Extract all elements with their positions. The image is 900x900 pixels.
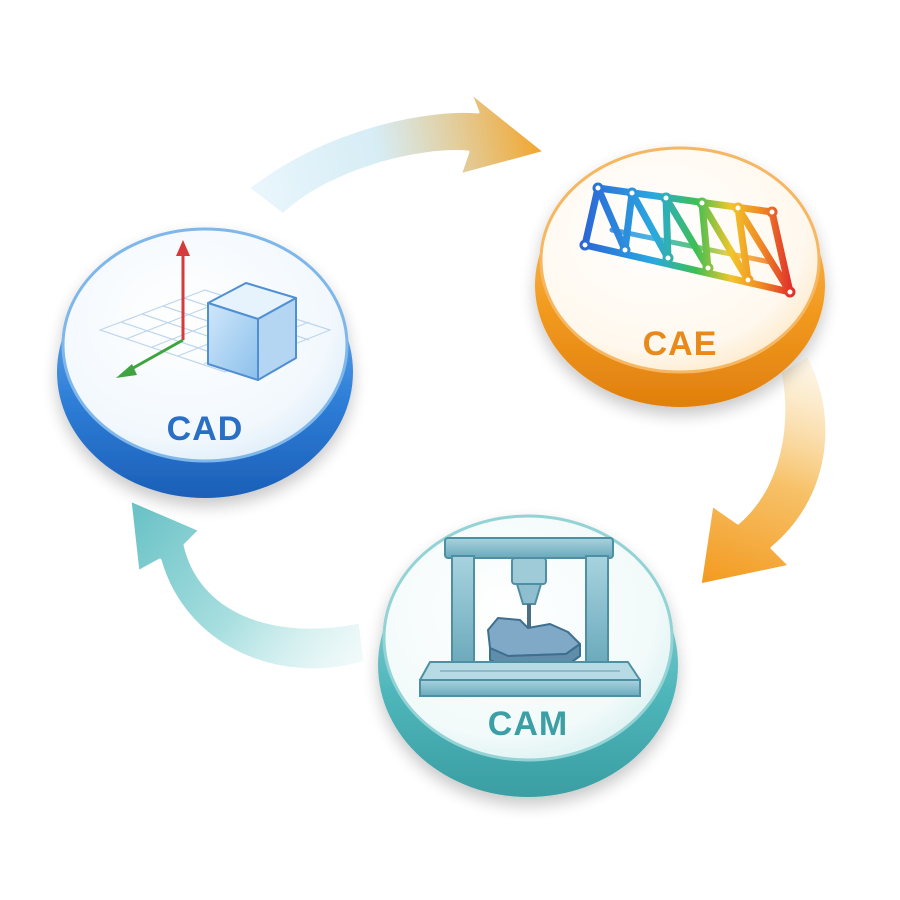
cnc-milling-machine-icon	[419, 537, 641, 697]
cam-label: CAM	[488, 705, 568, 743]
arrow-cad-to-cae	[246, 90, 547, 217]
arrow-cae-to-cam	[698, 353, 829, 587]
cube-with-axes-icon	[98, 240, 332, 381]
cad-label: CAD	[167, 410, 244, 448]
arrow-cam-to-cad	[128, 498, 367, 672]
cae-label: CAE	[643, 325, 718, 363]
cae-disc-face	[539, 146, 821, 374]
node-cae	[535, 146, 825, 407]
truss-bridge-stress-icon	[579, 182, 796, 298]
